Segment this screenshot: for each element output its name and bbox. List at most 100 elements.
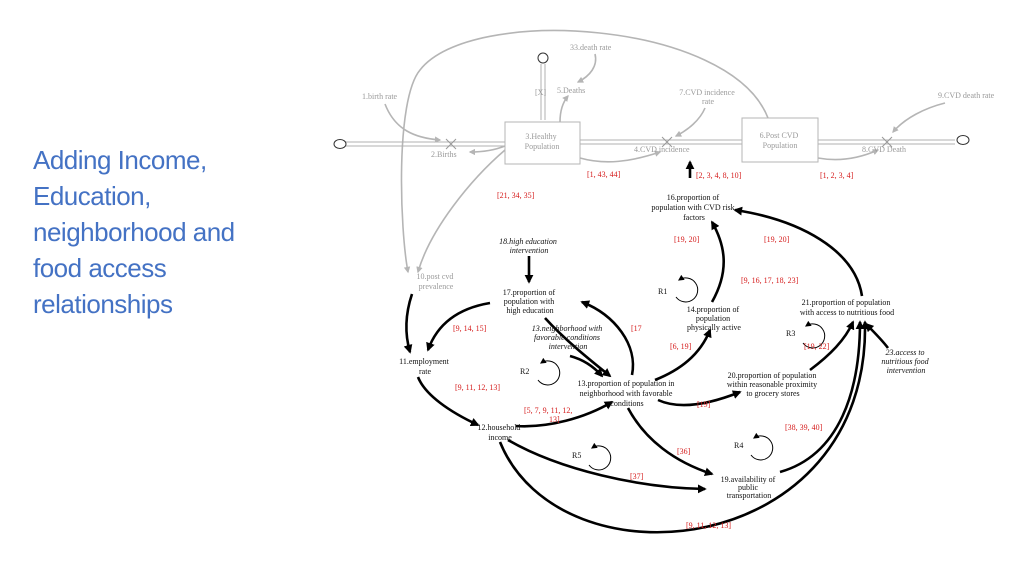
ref-label: [19] (697, 400, 711, 409)
label-births: 2.Births (431, 150, 457, 159)
link-transport-to-food (779, 320, 865, 474)
label-deaths-valve: [X] (535, 88, 546, 97)
node-labels: 11.employment rate 12.household income 1… (399, 193, 930, 500)
valve-icon (661, 136, 673, 148)
causal-links (403, 160, 890, 534)
link-healthy-to-deaths (559, 95, 569, 123)
loop-r4: R4 (734, 432, 774, 461)
link-education-to-employment (426, 301, 491, 352)
ref-label: [9, 16, 17, 18, 23] (741, 276, 799, 285)
ref-label: [21, 34, 35] (497, 191, 535, 200)
cloud-icon (333, 139, 347, 149)
cloud-icon (956, 135, 970, 145)
svg-text:R2: R2 (520, 367, 529, 376)
flow-pipe-births (345, 141, 505, 147)
label-post-cvd-population: 6.Post CVD Population (760, 131, 801, 150)
flow-pipe-cvd-incidence (580, 139, 742, 145)
flow-pipe-cvd-death (818, 139, 955, 145)
node-food-intervention: 23.access to nutritious food interventio… (881, 348, 930, 375)
title-line: Adding Income, (33, 145, 207, 175)
title-line: neighborhood and (33, 217, 235, 247)
link-food-intervention-to-food (864, 322, 890, 349)
ref-label: [36] (677, 447, 691, 456)
label-birth-rate: 1.birth rate (362, 92, 398, 101)
node-high-education: 17.proportion of population with high ed… (503, 288, 557, 315)
loop-r5: R5 (572, 442, 612, 471)
label-cvd-incidence: 4.CVD incidence (634, 145, 690, 154)
ref-label: [38, 39, 40] (785, 423, 823, 432)
label-death-rate: 33.death rate (570, 43, 612, 52)
link-income-to-transport (507, 438, 707, 494)
ref-label: [1, 2, 3, 4] (820, 171, 854, 180)
node-grocery-proximity: 20.proportion of population within reaso… (727, 371, 819, 398)
svg-text:R4: R4 (734, 441, 743, 450)
link-active-to-risk (710, 220, 725, 303)
slide-title: Adding Income, Education, neighborhood a… (33, 142, 323, 322)
link-neighborhood-to-education (580, 300, 635, 376)
link-food-to-risk (733, 206, 864, 297)
ref-label: [1, 43, 44] (587, 170, 621, 179)
svg-text:R5: R5 (572, 451, 581, 460)
link-cvd-death-rate (892, 102, 946, 133)
link-healthy-to-births (468, 145, 506, 156)
stock-flow-section: 33.death rate 1.birth rate [X] 5.Deaths … (333, 29, 995, 291)
link-income-to-food-bottom (498, 320, 870, 534)
node-education-intervention: 18.high education intervention (499, 237, 559, 255)
node-physically-active: 14.proportion of population physically a… (687, 305, 742, 332)
svg-text:R3: R3 (786, 329, 795, 338)
ref-label: [37] (630, 472, 644, 481)
title-line: food access (33, 253, 167, 283)
valve-icon (445, 138, 457, 150)
ref-label: [19, 22] (804, 342, 830, 351)
link-income-to-neighborhood (515, 400, 614, 428)
node-neighborhood-intervention: 13.neighborhood with favorable condition… (532, 324, 605, 351)
loop-r1: R1 (658, 274, 699, 303)
link-arc-top (400, 29, 769, 274)
node-nutritious-food-access: 21.proportion of population with access … (800, 298, 894, 317)
node-employment-rate: 11.employment rate (399, 357, 451, 376)
label-cvd-death: 8.CVD Death (862, 145, 906, 154)
valve-icon (881, 136, 893, 148)
node-cvd-risk-factors: 16.proportion of population with CVD ris… (651, 193, 736, 222)
link-prevalence-to-employment (403, 293, 414, 354)
ref-label: [19, 20] (764, 235, 790, 244)
ref-label: [9, 11, 12, 13] (455, 383, 500, 392)
loop-markers: R1 R2 R3 R4 R5 (520, 274, 826, 471)
node-public-transportation: 19.availability of public transportation (721, 475, 778, 500)
title-line: Education, (33, 181, 151, 211)
loop-r3: R3 (786, 320, 826, 349)
node-neighborhood-conditions: 13.proportion of population in neighborh… (578, 379, 677, 408)
stock-healthy-population (504, 121, 581, 165)
label-post-cvd-prevalence: 10.post cvd prevalence (417, 272, 456, 291)
stock-post-cvd-population (741, 117, 819, 163)
link-healthy-to-prevalence (416, 149, 506, 274)
ref-label: [9, 14, 15] (453, 324, 487, 333)
ref-label: [9, 11, 12, 13] (686, 521, 731, 530)
flow-pipe-deaths (540, 64, 546, 120)
link-death-rate (576, 53, 597, 83)
ref-label: [5, 7, 9, 11, 12, 13] (524, 406, 574, 424)
label-healthy-population: 3.Healthy Population (525, 132, 560, 151)
ref-label: [2, 3, 4, 8, 10] (696, 171, 742, 180)
label-cvd-incidence-rate: 7.CVD incidence rate (679, 88, 737, 106)
link-healthy-to-cvd (579, 150, 662, 163)
link-postcvd-to-death (817, 149, 880, 161)
link-neighborhood-to-transport (626, 407, 714, 477)
link-education-to-neighborhood (544, 317, 612, 378)
label-deaths: 5.Deaths (557, 86, 585, 95)
link-birth-rate (384, 103, 442, 143)
reference-labels: [1, 43, 44] [2, 3, 4, 8, 10] [1, 2, 3, 4… (453, 170, 854, 530)
label-cvd-death-rate: 9.CVD death rate (938, 91, 995, 100)
link-nb-intervention-to-neighborhood (569, 354, 604, 378)
svg-text:R1: R1 (658, 287, 667, 296)
ref-label: [17 (631, 324, 642, 333)
link-cvd-rate (674, 107, 706, 137)
title-line: relationships (33, 289, 173, 319)
link-neighborhood-to-active (654, 328, 712, 382)
ref-label: [6, 19] (670, 342, 692, 351)
cloud-icon (537, 52, 549, 64)
link-neighborhood-to-grocery (657, 390, 742, 407)
ref-label: [19, 20] (674, 235, 700, 244)
link-employment-to-income (416, 376, 480, 427)
